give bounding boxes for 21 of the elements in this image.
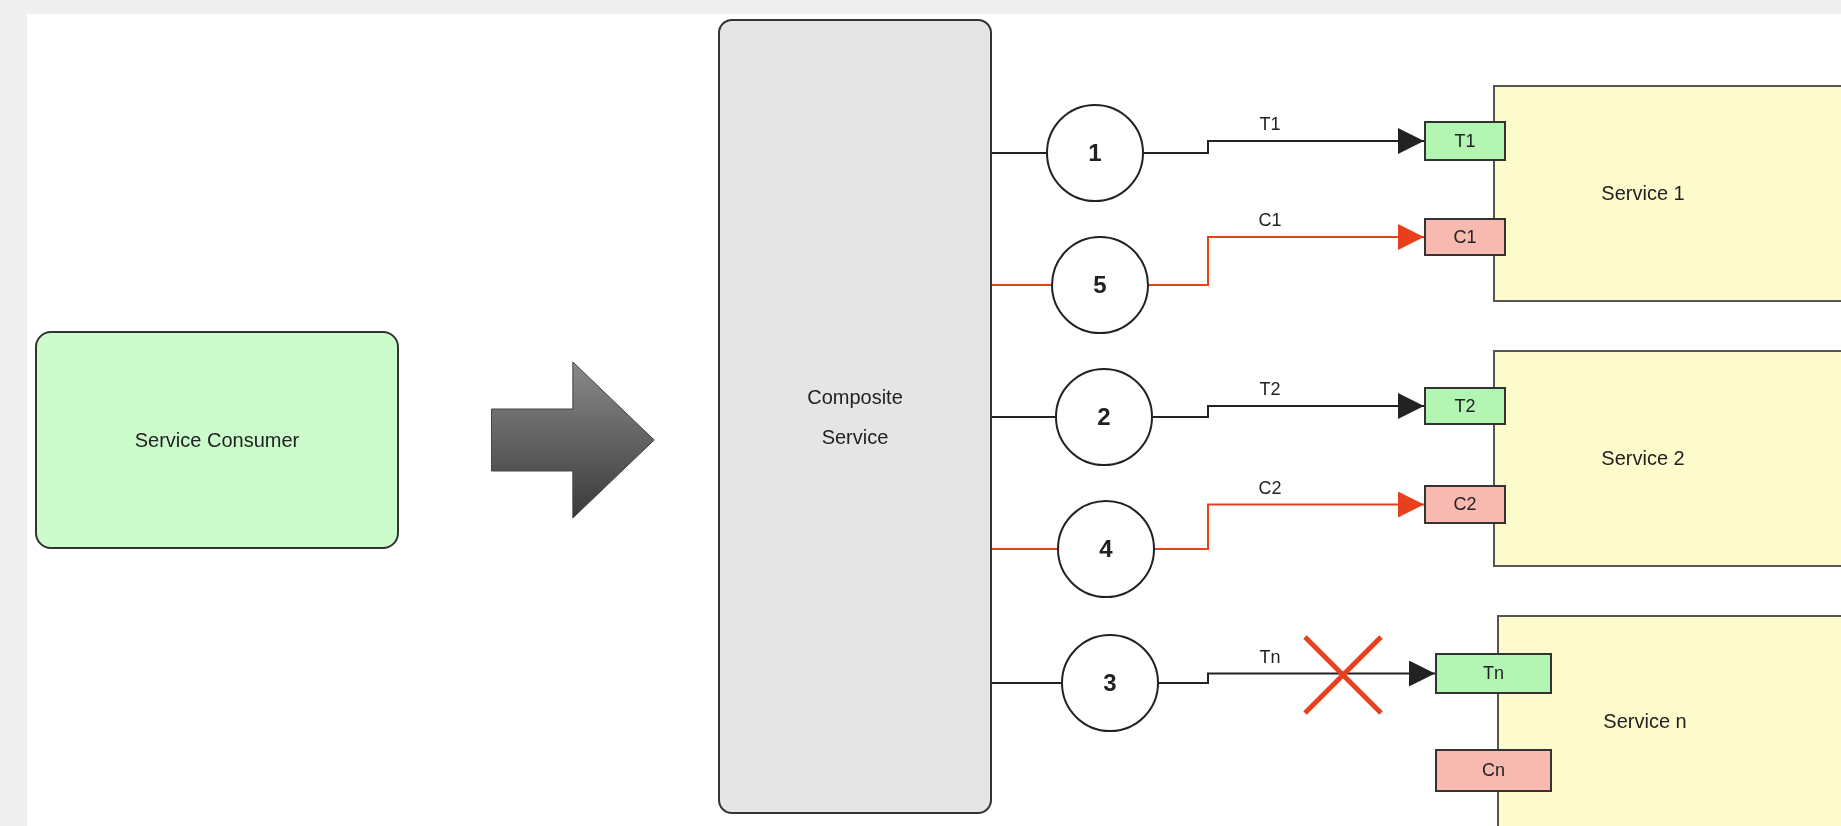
port-box: C2 — [1424, 485, 1506, 524]
port-box: Cn — [1435, 749, 1552, 792]
rounded-box: Composite Service — [718, 19, 992, 814]
port-box: Tn — [1435, 653, 1552, 694]
arrow — [1152, 393, 1425, 419]
port-box: C1 — [1424, 218, 1506, 256]
arrow — [1158, 660, 1436, 687]
service-box: Service 2 — [1493, 350, 1841, 567]
arrow — [1143, 128, 1425, 154]
block-arrow — [491, 361, 655, 519]
connector-line — [991, 284, 1052, 286]
port-box: T2 — [1424, 387, 1506, 425]
rounded-box: Service Consumer — [35, 331, 399, 549]
service-box: Service 1 — [1493, 85, 1841, 302]
connector-line — [991, 682, 1062, 684]
connector-line — [991, 152, 1047, 154]
connector-line — [991, 548, 1058, 550]
arrow — [1154, 491, 1425, 550]
arrow — [1148, 224, 1425, 286]
connector-line — [991, 416, 1056, 418]
port-box: T1 — [1424, 121, 1506, 161]
